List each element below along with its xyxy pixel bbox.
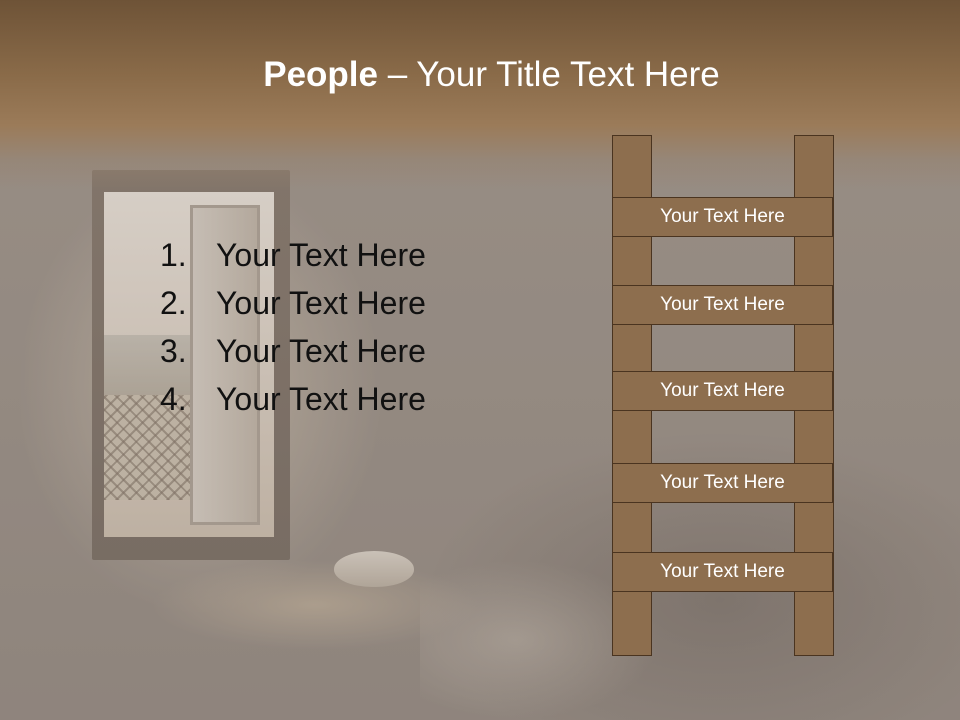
open-door — [190, 205, 260, 525]
list-number: 2. — [160, 285, 187, 321]
list-item: 4. Your Text Here — [160, 376, 426, 424]
outdoor-landscape — [104, 335, 204, 395]
ladder-rung-2: Your Text Here — [612, 285, 833, 325]
numbered-list: 1. Your Text Here 2. Your Text Here 3. Your… — [160, 232, 426, 424]
ladder-rung-3: Your Text Here — [612, 371, 833, 411]
list-item: 1. Your Text Here — [160, 232, 426, 280]
list-text: Your Text Here — [216, 333, 426, 369]
slide-title: People – Your Title Text Here — [0, 52, 960, 98]
list-item: 3. Your Text Here — [160, 328, 426, 376]
title-rest: – Your Title Text Here — [377, 55, 720, 94]
list-number: 3. — [160, 333, 187, 369]
list-number: 1. — [160, 237, 187, 273]
list-text: Your Text Here — [216, 285, 426, 321]
balcony-railing — [104, 395, 194, 500]
ladder-rung-5: Your Text Here — [612, 552, 833, 592]
title-bold: People — [263, 55, 378, 94]
list-text: Your Text Here — [216, 237, 426, 273]
list-number: 4. — [160, 381, 187, 417]
ladder-rung-4: Your Text Here — [612, 463, 833, 503]
list-item: 2. Your Text Here — [160, 280, 426, 328]
ladder-diagram: Your Text Here Your Text Here Your Text … — [612, 135, 834, 658]
bowl — [334, 551, 414, 587]
list-text: Your Text Here — [216, 381, 426, 417]
ladder-rung-1: Your Text Here — [612, 197, 833, 237]
